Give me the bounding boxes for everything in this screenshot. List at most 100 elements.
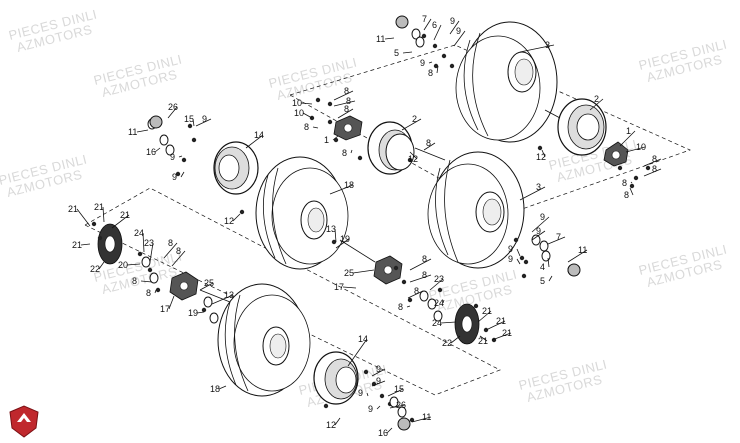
bolt-icon bbox=[191, 137, 197, 143]
leader-line bbox=[643, 168, 662, 177]
leader-line bbox=[171, 250, 186, 267]
leader-line bbox=[619, 130, 636, 147]
leader-line bbox=[111, 214, 130, 229]
leader-line bbox=[589, 98, 604, 111]
bolt-icon bbox=[421, 33, 427, 39]
leader-line bbox=[192, 118, 195, 127]
callout-number: 12 bbox=[326, 420, 336, 430]
callout-number: 11 bbox=[376, 34, 385, 44]
leader-line bbox=[409, 274, 432, 283]
callout-number: 9 bbox=[450, 16, 455, 26]
hub-rear-right bbox=[603, 141, 629, 167]
leader-line bbox=[180, 171, 185, 178]
callout-number: 12 bbox=[536, 152, 546, 162]
leader-line bbox=[401, 118, 422, 131]
washer-icon bbox=[159, 134, 169, 146]
bolt-icon bbox=[519, 255, 525, 261]
callout-number: 22 bbox=[442, 338, 452, 348]
callout-number: 24 bbox=[432, 318, 442, 328]
leader-line bbox=[149, 242, 154, 263]
leader-line bbox=[519, 186, 546, 201]
leader-line bbox=[371, 380, 386, 387]
callout-number: 8 bbox=[398, 302, 403, 312]
callout-number: 11 bbox=[128, 127, 137, 137]
leader-line bbox=[126, 263, 141, 266]
bolt-icon bbox=[617, 165, 623, 171]
leader-line bbox=[423, 142, 436, 151]
callout-number: 9 bbox=[376, 376, 381, 386]
leader-line bbox=[333, 100, 356, 107]
callout-number: 2 bbox=[594, 94, 599, 104]
leader-line bbox=[436, 65, 439, 74]
leader-line bbox=[429, 278, 444, 291]
callout-number: 14 bbox=[254, 130, 264, 140]
callout-number: 19 bbox=[340, 234, 350, 244]
rim-rear-center bbox=[367, 121, 415, 175]
leader-line bbox=[333, 90, 354, 101]
callout-number: 8 bbox=[344, 86, 349, 96]
leader-line bbox=[334, 417, 341, 426]
leader-line bbox=[406, 305, 411, 308]
brake-disc-front-right bbox=[454, 303, 480, 345]
callout-number: 12 bbox=[408, 154, 418, 164]
leader-line bbox=[140, 280, 153, 283]
washer-icon bbox=[433, 310, 443, 322]
leader-line bbox=[178, 155, 183, 158]
callout-number: 22 bbox=[90, 264, 100, 274]
callout-number: 2 bbox=[412, 114, 417, 124]
leader-lines bbox=[76, 18, 662, 434]
callout-number: 3 bbox=[536, 182, 541, 192]
leader-line bbox=[479, 335, 488, 342]
callout-number: 9 bbox=[420, 58, 425, 68]
leader-line bbox=[342, 286, 357, 289]
bolt-icon bbox=[441, 53, 447, 59]
callout-number: 8 bbox=[344, 104, 349, 114]
callout-number: 15 bbox=[184, 114, 194, 124]
leader-line bbox=[195, 118, 212, 127]
leader-line bbox=[402, 51, 413, 54]
leader-line bbox=[630, 181, 633, 184]
leader-line bbox=[409, 258, 432, 271]
leader-line bbox=[516, 248, 521, 257]
callout-number: 1 bbox=[324, 135, 329, 145]
bolt-icon bbox=[137, 251, 143, 257]
leader-line bbox=[199, 282, 214, 291]
bearing-icon bbox=[567, 263, 581, 277]
bolt-icon bbox=[393, 265, 399, 271]
bolt-icon bbox=[629, 183, 635, 189]
bolt-icon bbox=[201, 307, 207, 313]
callout-number: 8 bbox=[414, 286, 419, 296]
callout-number: 9 bbox=[508, 244, 513, 254]
leader-line bbox=[386, 427, 393, 434]
callout-number: 3 bbox=[545, 40, 550, 50]
callout-number: 9 bbox=[508, 254, 513, 264]
callout-number: 21 bbox=[502, 328, 512, 338]
callout-number: 9 bbox=[456, 26, 461, 36]
leader-line bbox=[531, 230, 546, 241]
bolt-icon bbox=[449, 63, 455, 69]
callout-number: 4 bbox=[540, 262, 545, 272]
bolt-icon bbox=[147, 267, 153, 273]
front-axle-boundary bbox=[84, 187, 501, 396]
bolt-icon bbox=[645, 165, 651, 171]
callout-number: 21 bbox=[120, 210, 130, 220]
leader-line bbox=[352, 269, 375, 274]
leader-line bbox=[453, 30, 466, 47]
bearing-icon bbox=[149, 115, 163, 129]
leader-line bbox=[337, 108, 354, 119]
washer-icon bbox=[209, 312, 219, 324]
washer-icon bbox=[427, 298, 437, 310]
bolt-icon bbox=[521, 273, 527, 279]
washer-icon bbox=[203, 296, 213, 308]
bolt-icon bbox=[437, 287, 443, 293]
callout-number: 8 bbox=[428, 68, 433, 78]
leader-line bbox=[389, 404, 406, 409]
leader-line bbox=[332, 135, 339, 141]
rim-front-bottom bbox=[313, 351, 359, 405]
washer-icon bbox=[415, 36, 425, 48]
callout-number: 7 bbox=[422, 14, 427, 24]
callout-number: 21 bbox=[482, 306, 492, 316]
bolt-icon bbox=[315, 97, 321, 103]
leader-line bbox=[300, 102, 313, 105]
